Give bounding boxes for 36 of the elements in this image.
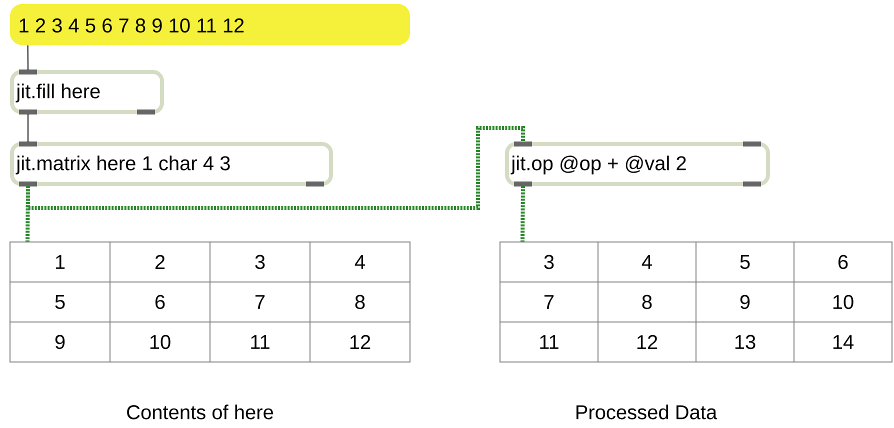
patch-cord: [27, 114, 29, 142]
table-cell: 11: [251, 335, 270, 349]
table-cell: 4: [642, 255, 652, 269]
message-box: 1 2 3 4 5 6 7 8 9 10 11 12: [10, 4, 410, 45]
table-cell: 4: [354, 255, 365, 269]
table-cell: 11: [540, 335, 558, 349]
table-caption: Contents of here: [127, 404, 274, 420]
table-cell: 13: [735, 334, 756, 350]
table-cell: 3: [255, 254, 265, 270]
table-cell: 8: [355, 294, 365, 310]
table-cell: 6: [155, 294, 165, 310]
table-cell: 14: [833, 335, 854, 349]
object-box: jit.matrix here 1 char 4 3: [10, 142, 333, 186]
table-cell: 6: [838, 254, 848, 270]
table-cell: 9: [55, 334, 65, 350]
patch-cord: [520, 186, 525, 242]
table-cell: 12: [350, 335, 370, 349]
patch-cord: [27, 45, 29, 70]
table-cell: 1: [56, 255, 65, 269]
data-table: [500, 242, 892, 362]
table-cell: 3: [544, 254, 554, 270]
table-cell: 5: [55, 295, 65, 309]
table-cell: 10: [150, 334, 170, 350]
table-cell: 7: [544, 295, 554, 309]
table-cell: 8: [642, 294, 652, 310]
table-cell: 12: [637, 335, 658, 349]
table-cell: 7: [255, 295, 265, 309]
table-cell: 9: [740, 294, 750, 310]
object-box: jit.fill here: [10, 70, 164, 114]
data-table: [10, 242, 410, 362]
table-cell: 2: [155, 255, 165, 269]
table-caption: Processed Data: [576, 404, 718, 420]
object-box: jit.op @op + @val 2: [505, 142, 770, 186]
table-cell: 5: [740, 255, 750, 269]
patch-cord: [26, 126, 525, 210]
table-cell: 10: [833, 294, 854, 310]
